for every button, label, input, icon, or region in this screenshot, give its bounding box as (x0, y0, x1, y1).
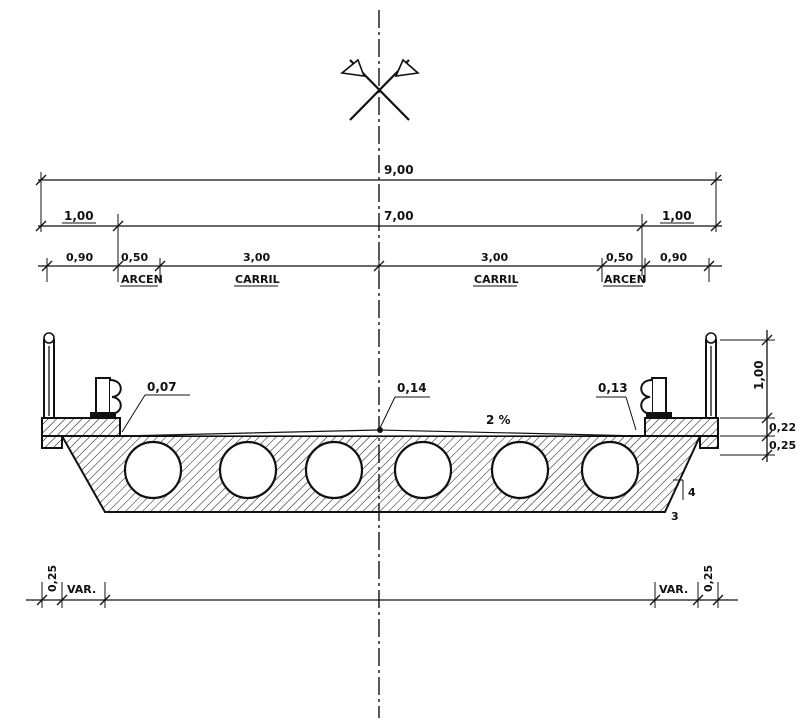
railing-height-text: 1,00 (752, 360, 766, 390)
dim-sidewalk-left-text: 0,90 (66, 251, 93, 264)
dim-side-right-text: 1,00 (662, 209, 692, 223)
cross-slope-text: 2 % (486, 413, 511, 427)
thickness-left-text: 0,07 (147, 380, 177, 394)
dimension-deck: 1,00 7,00 1,00 (35, 209, 722, 276)
dimension-total: 9,00 (35, 163, 722, 232)
label-shoulder-left: ARCEN (121, 273, 163, 286)
axis-symbol-icon (340, 58, 420, 121)
railing-left (43, 332, 55, 419)
dim-shoulder-left-text: 0,50 (121, 251, 148, 264)
dim-side-left-text: 1,00 (64, 209, 94, 223)
callout-left: 0,07 (121, 380, 190, 433)
dim-deck-text: 7,00 (384, 209, 414, 223)
thickness-center-text: 0,14 (397, 381, 427, 395)
taper-mark: 4 3 (671, 479, 696, 523)
barrier-right (640, 377, 672, 418)
dim-sidewalk-right-text: 0,90 (660, 251, 687, 264)
taper-v-text: 4 (688, 486, 696, 499)
dim-lane-right-text: 3,00 (481, 251, 508, 264)
slab-edge-text: 0,25 (769, 439, 796, 452)
label-shoulder-right: ARCEN (604, 273, 646, 286)
label-lane-left: CARRIL (235, 273, 280, 286)
bottom-edge-right-text: 0,25 (702, 565, 715, 592)
slope-label: 2 % (486, 413, 511, 427)
curb-height-text: 0,22 (769, 421, 796, 434)
thickness-right-text: 0,13 (598, 381, 628, 395)
slab-voids (123, 440, 640, 500)
dimension-vertical-right: 1,00 0,22 0,25 (720, 330, 796, 462)
bottom-var-right-text: VAR. (659, 583, 688, 596)
callout-center: 0,14 (377, 381, 430, 433)
taper-h-text: 3 (671, 510, 679, 523)
dimension-lanes: 0,90 0,50 3,00 3,00 0,50 0,90 ARCEN CARR… (38, 251, 722, 287)
bottom-edge-left-text: 0,25 (46, 565, 59, 592)
dim-shoulder-right-text: 0,50 (606, 251, 633, 264)
railing-right (705, 332, 717, 419)
sidewalk-right (644, 417, 719, 449)
callout-right: 0,13 (596, 381, 637, 431)
dim-total-text: 9,00 (384, 163, 414, 177)
dimension-bottom: 0,25 VAR. VAR. 0,25 (26, 565, 738, 608)
barrier-left (90, 377, 122, 418)
bottom-var-left-text: VAR. (67, 583, 96, 596)
sidewalk-left (41, 417, 121, 449)
dim-lane-left-text: 3,00 (243, 251, 270, 264)
label-lane-right: CARRIL (474, 273, 519, 286)
